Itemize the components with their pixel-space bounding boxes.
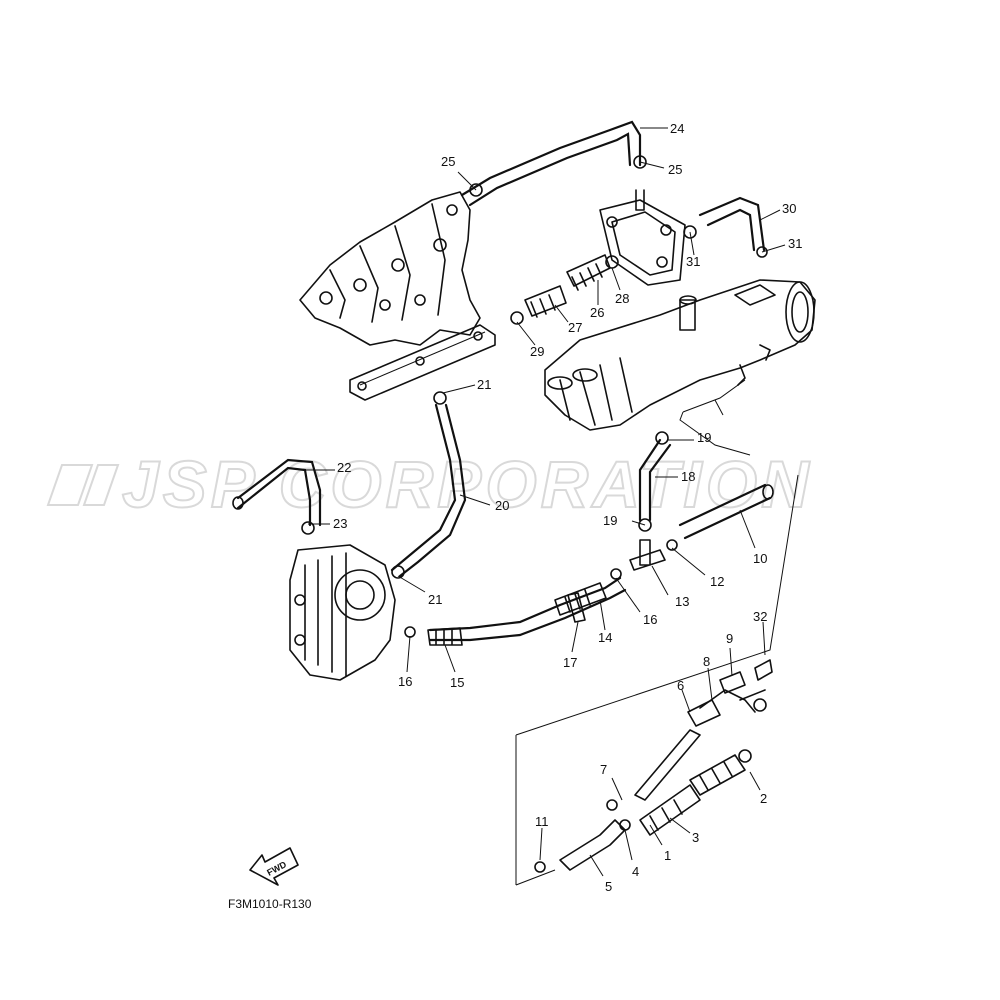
callout-16: 16 [643, 612, 657, 627]
hose-20 [390, 403, 467, 578]
diagram-code: F3M1010-R130 [228, 897, 312, 911]
callout-25: 25 [668, 162, 682, 177]
callout-1: 1 [664, 848, 671, 863]
callout-29: 29 [530, 344, 544, 359]
callout-24: 24 [670, 121, 684, 136]
fwd-label: FWD [265, 859, 288, 878]
callout-19: 19 [697, 430, 711, 445]
fwd-arrow-icon: FWD [249, 847, 299, 886]
callout-6: 6 [677, 678, 684, 693]
callout-31: 31 [788, 236, 802, 251]
hose-30 [698, 196, 766, 252]
top-plate [599, 189, 686, 286]
callout-25: 25 [441, 154, 455, 169]
exhaust-manifold [299, 191, 496, 401]
callout-7: 7 [600, 762, 607, 777]
tee-fitting [629, 539, 666, 571]
exhaust-body [544, 279, 816, 431]
callout-22: 22 [337, 460, 351, 475]
callout-8: 8 [703, 654, 710, 669]
callout-3: 3 [692, 830, 699, 845]
hose-14 [554, 582, 607, 616]
callout-21: 21 [477, 377, 491, 392]
watermark-text: JSP CORPORATION [122, 447, 813, 521]
callout-10: 10 [753, 551, 767, 566]
callout-2: 2 [760, 791, 767, 806]
callout-20: 20 [495, 498, 509, 513]
sub-assembly-frame [515, 474, 799, 886]
leader-lines [300, 127, 786, 877]
callout-28: 28 [615, 291, 629, 306]
callout-21: 21 [428, 592, 442, 607]
callout-27: 27 [568, 320, 582, 335]
callout-31: 31 [686, 254, 700, 269]
callout-9: 9 [726, 631, 733, 646]
callout-5: 5 [605, 879, 612, 894]
callout-14: 14 [598, 630, 612, 645]
hose-24 [460, 120, 642, 197]
lower-fittings [534, 659, 773, 873]
callout-23: 23 [333, 516, 347, 531]
pump-body [289, 544, 396, 681]
watermark-logo [46, 464, 120, 506]
callout-17: 17 [563, 655, 577, 670]
hose-27 [524, 285, 567, 318]
callout-4: 4 [632, 864, 639, 879]
watermark: JSP CORPORATION [46, 446, 813, 522]
callout-12: 12 [710, 574, 724, 589]
callout-30: 30 [782, 201, 796, 216]
hose-18 [638, 438, 672, 522]
callouts: 24 25 25 30 31 31 26 28 27 29 21 21 19 1… [333, 121, 802, 894]
clamp-17 [567, 592, 586, 623]
hose-15 [428, 576, 627, 642]
callout-32: 32 [753, 609, 767, 624]
callout-11: 11 [535, 814, 549, 829]
callout-13: 13 [675, 594, 689, 609]
callout-15: 15 [450, 675, 464, 690]
hose-10 [678, 483, 772, 540]
callout-18: 18 [681, 469, 695, 484]
callout-19: 19 [603, 513, 617, 528]
callout-26: 26 [590, 305, 604, 320]
hose-26 [566, 254, 611, 291]
callout-16: 16 [398, 674, 412, 689]
